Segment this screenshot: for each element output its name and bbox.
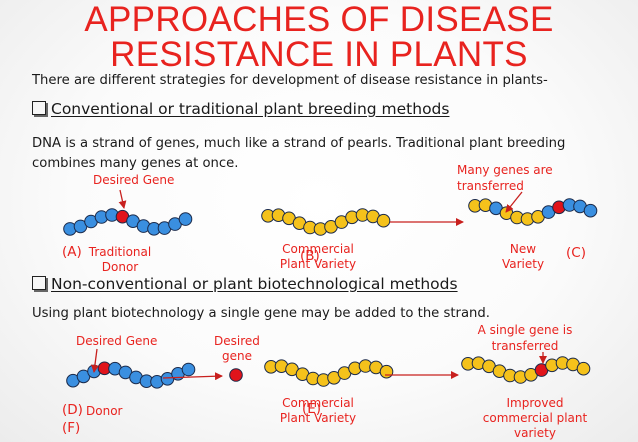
single-gene-label-1: A single gene is xyxy=(477,323,573,337)
traditional-label-1: Traditional xyxy=(88,245,152,259)
gene-bead xyxy=(178,212,193,226)
desired-label-2: gene xyxy=(222,349,252,363)
arrow-many-genes xyxy=(505,191,523,213)
title-line-2: RESISTANCE IN PLANTS xyxy=(110,35,528,74)
intro-text: There are different strategies for devel… xyxy=(32,73,548,88)
section1-heading: Conventional or traditional plant breedi… xyxy=(32,99,449,119)
gene-bead xyxy=(376,213,391,228)
commercial-label-4: Plant Variety xyxy=(279,411,357,425)
section2-heading: Non-conventional or plant biotechnologic… xyxy=(32,274,458,294)
label-e: (E) xyxy=(302,401,322,417)
improved-label-1: Improved xyxy=(506,396,564,410)
improved-label-3: variety xyxy=(514,426,556,440)
gene-bead xyxy=(379,364,394,379)
donor-label: Donor xyxy=(86,404,123,418)
checkbox-bullet-icon xyxy=(32,276,46,290)
strand-commercial-variety-2 xyxy=(264,359,394,387)
desired-gene-label-2: Desired Gene xyxy=(76,334,158,348)
improved-label-2: commercial plant xyxy=(482,411,588,425)
strand-commercial-variety xyxy=(261,208,391,236)
strand-new-variety xyxy=(468,198,598,226)
strand-donor xyxy=(66,361,196,389)
label-d: (D) xyxy=(62,402,83,418)
section1-text-line-2: combines many genes at once. xyxy=(32,156,239,171)
commercial-label-1: Commercial xyxy=(282,242,354,256)
many-genes-label-1: Many genes are xyxy=(457,163,553,177)
checkbox-bullet-icon xyxy=(32,101,46,115)
label-a: (A) xyxy=(62,244,82,260)
arrow-extract-gene xyxy=(162,372,223,381)
many-genes-label-2: transferred xyxy=(457,179,524,193)
gene-bead xyxy=(576,361,591,376)
new-label-2: Variety xyxy=(501,257,545,271)
strand-traditional-donor xyxy=(63,208,193,236)
label-c: (C) xyxy=(566,245,586,261)
new-label-1: New xyxy=(509,242,537,256)
desired-gene-label-1: Desired Gene xyxy=(93,173,175,187)
commercial-label-3: Commercial xyxy=(282,396,354,410)
gene-bead xyxy=(583,203,598,218)
single-gene-label-2: transferred xyxy=(491,339,559,353)
strand-improved-variety xyxy=(461,356,591,384)
commercial-label-2: Plant Variety xyxy=(279,257,357,271)
arrow-to-desired-gene xyxy=(90,348,99,373)
section1-heading-text: Conventional or traditional plant breedi… xyxy=(51,100,450,118)
label-f: (F) xyxy=(62,420,81,436)
desired-label-1: Desired xyxy=(214,334,260,348)
section2-heading-text: Non-conventional or plant biotechnologic… xyxy=(51,275,458,293)
isolated-desired-gene-bead xyxy=(229,368,243,382)
section1-text-line-1: DNA is a strand of genes, much like a st… xyxy=(32,136,566,151)
gene-bead xyxy=(181,362,196,377)
label-b: (B) xyxy=(300,248,320,264)
arrow-donor-to-gene xyxy=(118,189,127,209)
traditional-label-2: Donor xyxy=(101,260,139,274)
section2-text: Using plant biotechnology a single gene … xyxy=(32,306,490,321)
title-line-1: APPROACHES OF DISEASE xyxy=(84,0,554,39)
